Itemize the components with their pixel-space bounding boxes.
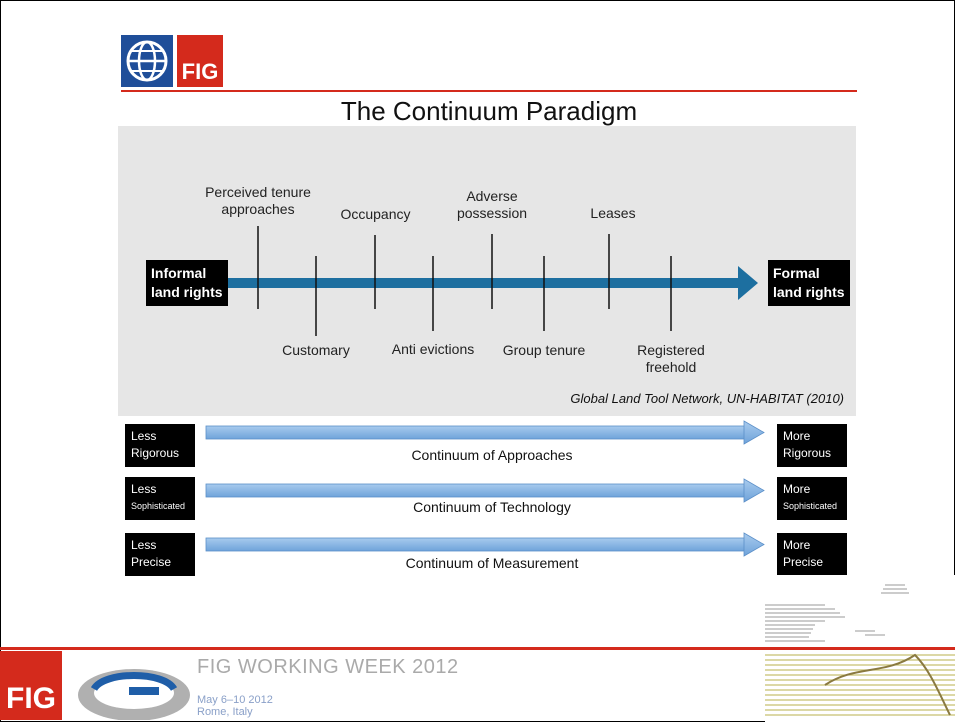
label-customary: Customary: [282, 342, 350, 358]
main-arrow-head: [738, 266, 758, 300]
continuum-measurement-label: Continuum of Measurement: [405, 555, 579, 571]
approaches-arrow: [205, 420, 765, 445]
footer-rule: [0, 647, 955, 650]
world-bank-logo: [121, 35, 173, 87]
label-occupancy: Occupancy: [340, 206, 411, 222]
measurement-arrow: [205, 532, 765, 557]
title-rule: [121, 90, 857, 92]
event-title: FIG WORKING WEEK 2012: [197, 656, 459, 678]
diagram-source: Global Land Tool Network, UN-HABITAT (20…: [570, 391, 844, 406]
colosseum-ring-logo: [78, 669, 190, 720]
continuum-technology-label: Continuum of Technology: [413, 499, 571, 515]
continuum-arrow-graphic: [218, 226, 758, 336]
footer-fig-logo: FIG: [0, 651, 62, 720]
slide-title: The Continuum Paradigm: [340, 96, 638, 126]
label-leases: Leases: [590, 205, 636, 221]
label-anti-evictions: Anti evictions: [391, 341, 475, 357]
technology-arrow: [205, 478, 765, 503]
main-arrow-shaft: [218, 278, 740, 288]
label-group-tenure: Group tenure: [502, 342, 586, 358]
fig-logo: FIG: [177, 35, 223, 87]
continuum-approaches-label: Continuum of Approaches: [411, 447, 573, 463]
continuum-rows-arrows: [205, 420, 765, 557]
event-dates: May 6–10 2012 Rome, Italy: [197, 694, 273, 718]
globe-icon: [126, 40, 168, 82]
